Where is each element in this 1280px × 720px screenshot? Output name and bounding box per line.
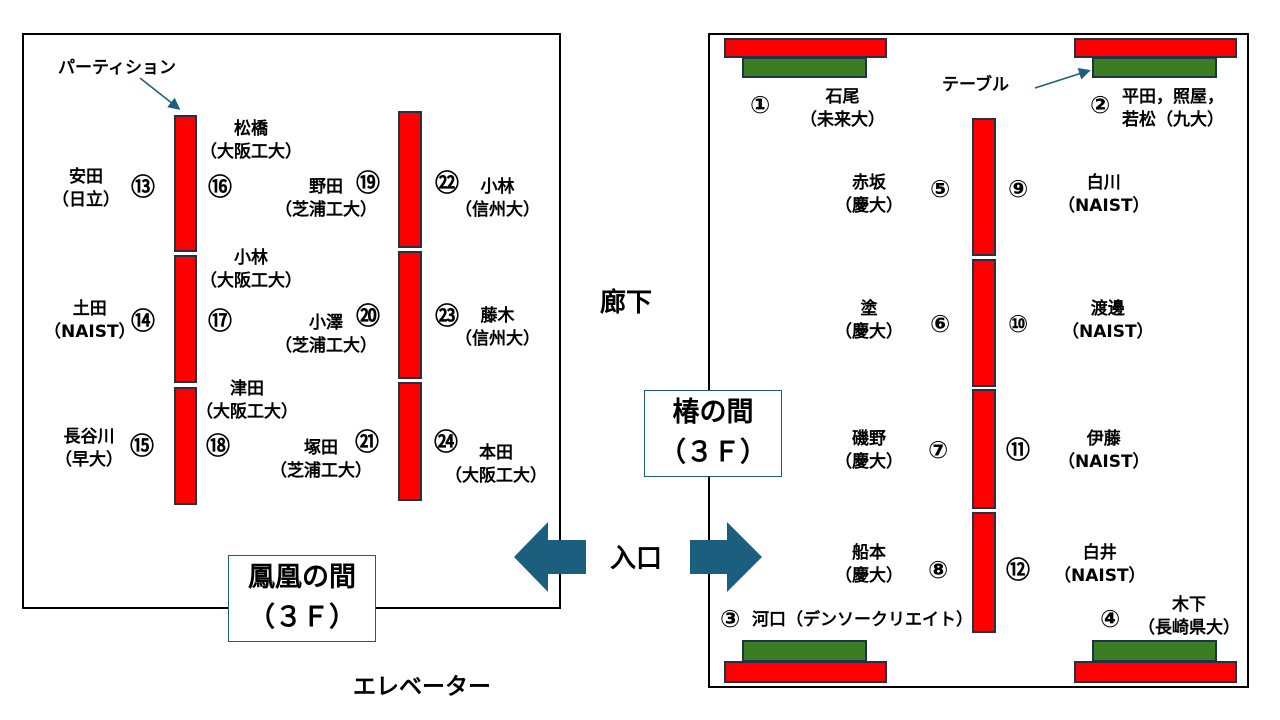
- seat-occupant: 赤坂（慶大）: [835, 173, 903, 216]
- room-name: 椿の間: [672, 397, 754, 428]
- seat-occupant: 松橋（大阪工大）: [200, 119, 302, 162]
- seat-number: ③: [720, 605, 741, 633]
- seat-occupant: 河口（デンソークリエイト）: [752, 610, 973, 630]
- partition: [174, 115, 197, 252]
- seat-occupant: 白井（NAIST）: [1054, 543, 1146, 586]
- seat-number: ㉓: [435, 302, 459, 330]
- seat-number: ⑮: [130, 432, 154, 460]
- seat-number: ㉑: [355, 428, 379, 456]
- seat-occupant: 小林（信州大）: [455, 177, 540, 220]
- seat-occupant: 藤木（信州大）: [455, 306, 540, 349]
- seat-occupant: 伊藤（NAIST）: [1058, 429, 1150, 472]
- partition: [398, 111, 422, 248]
- seat-number: ⑦: [928, 436, 949, 464]
- partition: [972, 512, 996, 633]
- left-entrance-arrow-icon: [514, 522, 586, 592]
- room-floor: （３Ｆ）: [659, 437, 767, 468]
- seat-number: ⑫: [1006, 556, 1030, 584]
- seat-occupant: 本田（大阪工大）: [445, 443, 547, 486]
- elevator-label: エレベーター: [353, 674, 491, 700]
- seat-occupant: 津田（大阪工大）: [196, 379, 298, 422]
- room-name: 鳳凰の間: [248, 562, 356, 593]
- seat-occupant: 磯野（慶大）: [835, 429, 903, 472]
- tsubaki-room-label: 椿の間 （３Ｆ）: [644, 390, 782, 477]
- seat-occupant: 船本（慶大）: [835, 543, 903, 586]
- partition: [972, 118, 996, 256]
- seat-number: ⑧: [928, 556, 949, 584]
- right-entrance-arrow-icon: [690, 522, 762, 592]
- seat-occupant: 安田（日立）: [52, 167, 120, 210]
- seat-occupant: 白川（NAIST）: [1058, 173, 1150, 216]
- partition: [174, 387, 197, 505]
- partition-pointer-arrow: [139, 77, 181, 110]
- seat-occupant: 渡邊（NAIST）: [1062, 299, 1154, 342]
- partition: [398, 382, 422, 501]
- seat-number: ⑲: [356, 169, 380, 197]
- seat-occupant: 土田（NAIST）: [44, 299, 136, 342]
- seat-number: ⑭: [131, 307, 155, 335]
- tsubaki-room: [708, 33, 1249, 688]
- table-top: [724, 661, 887, 683]
- seat-occupant: 長谷川（早大）: [55, 427, 123, 470]
- partition: [972, 389, 996, 509]
- seat-number: ④: [1100, 605, 1121, 633]
- seat-number: ㉒: [435, 169, 459, 197]
- seat-occupant: 塚田（芝浦工大）: [270, 438, 372, 481]
- seat-number: ⑯: [208, 173, 232, 201]
- seat-occupant: 平田，照屋，若松（九大）: [1122, 87, 1224, 130]
- table-top: [1074, 661, 1237, 683]
- seat-number: ㉔: [434, 428, 458, 456]
- seat-number: ②: [1090, 91, 1111, 119]
- seat-occupant: 野田（芝浦工大）: [275, 177, 377, 220]
- seat-occupant: 塗（慶大）: [835, 299, 903, 342]
- houou-room-label: 鳳凰の間 （３Ｆ）: [228, 555, 376, 642]
- table-pointer-arrow: [1034, 68, 1091, 89]
- seat-number: ⑳: [356, 302, 380, 330]
- seat-number: ⑰: [208, 307, 232, 335]
- seat-number: ⑬: [131, 173, 155, 201]
- seat-occupant: 小林（大阪工大）: [200, 248, 302, 291]
- room-floor: （３Ｆ）: [248, 602, 356, 633]
- seat-number: ⑱: [206, 432, 230, 460]
- partition: [174, 255, 197, 383]
- corridor-label: 廊下: [600, 288, 653, 318]
- entrance-label: 入口: [610, 544, 663, 574]
- table-label: テーブル: [942, 75, 1009, 95]
- partition: [972, 259, 996, 387]
- table: [742, 57, 867, 78]
- seat-number: ⑩: [1008, 310, 1029, 338]
- seat-occupant: 石尾（未来大）: [800, 87, 885, 130]
- seat-number: ①: [750, 91, 771, 119]
- partition: [398, 251, 422, 379]
- seat-number: ⑥: [930, 310, 951, 338]
- table: [1092, 57, 1217, 78]
- seat-occupant: 小澤（芝浦工大）: [275, 313, 377, 356]
- seat-number: ⑤: [930, 175, 951, 203]
- seat-number: ⑪: [1006, 436, 1030, 464]
- seat-occupant: 木下（長崎県大）: [1138, 595, 1240, 638]
- partition-label: パーティション: [58, 58, 176, 78]
- seat-number: ⑨: [1008, 175, 1029, 203]
